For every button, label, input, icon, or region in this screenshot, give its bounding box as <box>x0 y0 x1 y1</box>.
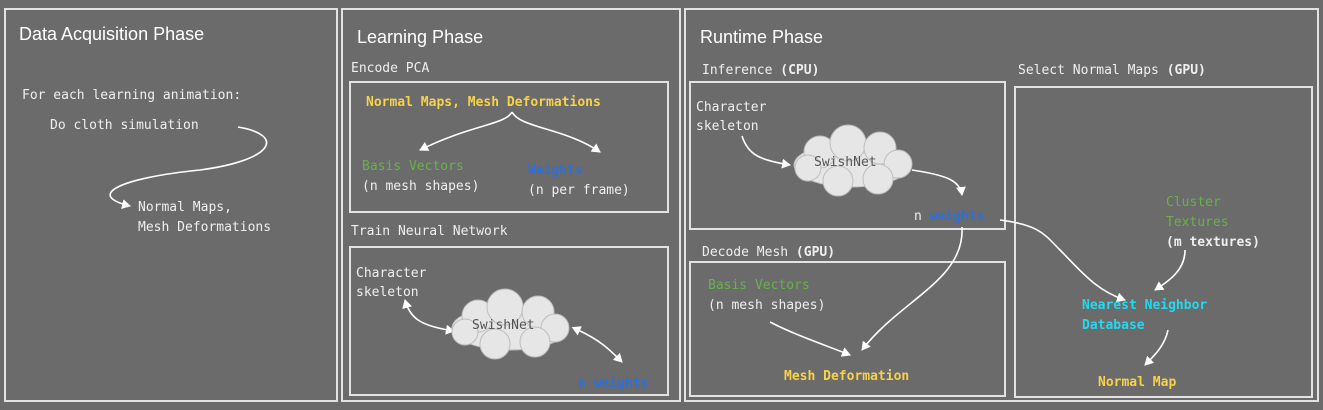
data-acquisition-panel <box>4 8 338 402</box>
learning-panel <box>341 8 681 402</box>
inference-skeleton-text: skeleton <box>696 119 759 134</box>
nn-to-normal-map-arrow <box>1144 329 1169 366</box>
mesh-deformation-text: Mesh Deformation <box>784 369 910 384</box>
per-frame-text: (n per frame) <box>528 183 630 198</box>
weights-text: Weights <box>528 163 583 178</box>
weights-to-nn-arrow <box>999 219 1126 303</box>
cluster-text: Cluster <box>1166 195 1221 210</box>
weights-to-mesh-arrow <box>861 226 963 351</box>
swishnet-label: SwishNet <box>472 318 535 333</box>
inference-swishnet-label: SwishNet <box>814 155 877 170</box>
character-text: Character <box>356 266 427 281</box>
inference-arrow-in <box>741 135 791 169</box>
inference-arrow-out <box>911 169 966 196</box>
cluster-to-nn-arrow <box>1154 249 1186 291</box>
decode-basis-vectors-text: Basis Vectors <box>708 278 810 293</box>
select-normal-maps-box <box>1014 86 1313 398</box>
inference-character-text: Character <box>696 100 767 115</box>
decode-mesh-box <box>689 261 1006 397</box>
data-acquisition-title: Data Acquisition Phase <box>19 24 205 44</box>
basis-to-mesh-arrow <box>769 321 851 357</box>
mesh-deformations-text: Mesh Deformations <box>138 220 272 235</box>
train-n-weights: n weights <box>578 376 649 391</box>
inference-label: Inference (CPU) <box>702 63 820 78</box>
train-arrow-left <box>402 299 455 335</box>
textures-text: Textures <box>1166 215 1229 230</box>
mesh-shapes-text: (n mesh shapes) <box>362 179 480 194</box>
inference-box <box>689 81 1006 230</box>
encode-fork-left <box>419 111 513 151</box>
swishnet-cloud-learning <box>451 288 570 360</box>
m-textures-text: (m textures) <box>1166 235 1260 250</box>
runtime-title: Runtime Phase <box>700 27 824 47</box>
encode-input-text: Normal Maps, Mesh Deformations <box>366 95 601 110</box>
normal-map-text: Normal Map <box>1098 375 1177 390</box>
sim-arrow <box>109 126 268 209</box>
encode-pca-box <box>349 81 669 213</box>
inference-n-weights: n weights <box>914 209 985 224</box>
learning-title: Learning Phase <box>357 27 484 47</box>
train-arrow-right <box>571 326 623 363</box>
encode-pca-label: Encode PCA <box>351 61 430 76</box>
database-text: Database <box>1082 318 1145 333</box>
basis-vectors-text: Basis Vectors <box>362 159 464 174</box>
decode-mesh-label: Decode Mesh (GPU) <box>702 245 836 260</box>
runtime-panel <box>684 8 1319 402</box>
select-normal-maps-label: Select Normal Maps (GPU) <box>1018 63 1206 78</box>
encode-fork-right <box>511 111 601 153</box>
nearest-neighbor-text: Nearest Neighbor <box>1082 298 1208 313</box>
for-each-animation-text: For each learning animation: <box>22 88 242 103</box>
normal-maps-text: Normal Maps, <box>138 200 232 215</box>
train-nn-box <box>349 246 669 396</box>
train-nn-label: Train Neural Network <box>351 224 508 239</box>
decode-mesh-shapes-text: (n mesh shapes) <box>708 298 826 313</box>
cloth-simulation-text: Do cloth simulation <box>50 118 199 133</box>
skeleton-text: skeleton <box>356 285 419 300</box>
swishnet-cloud-runtime <box>793 124 913 197</box>
